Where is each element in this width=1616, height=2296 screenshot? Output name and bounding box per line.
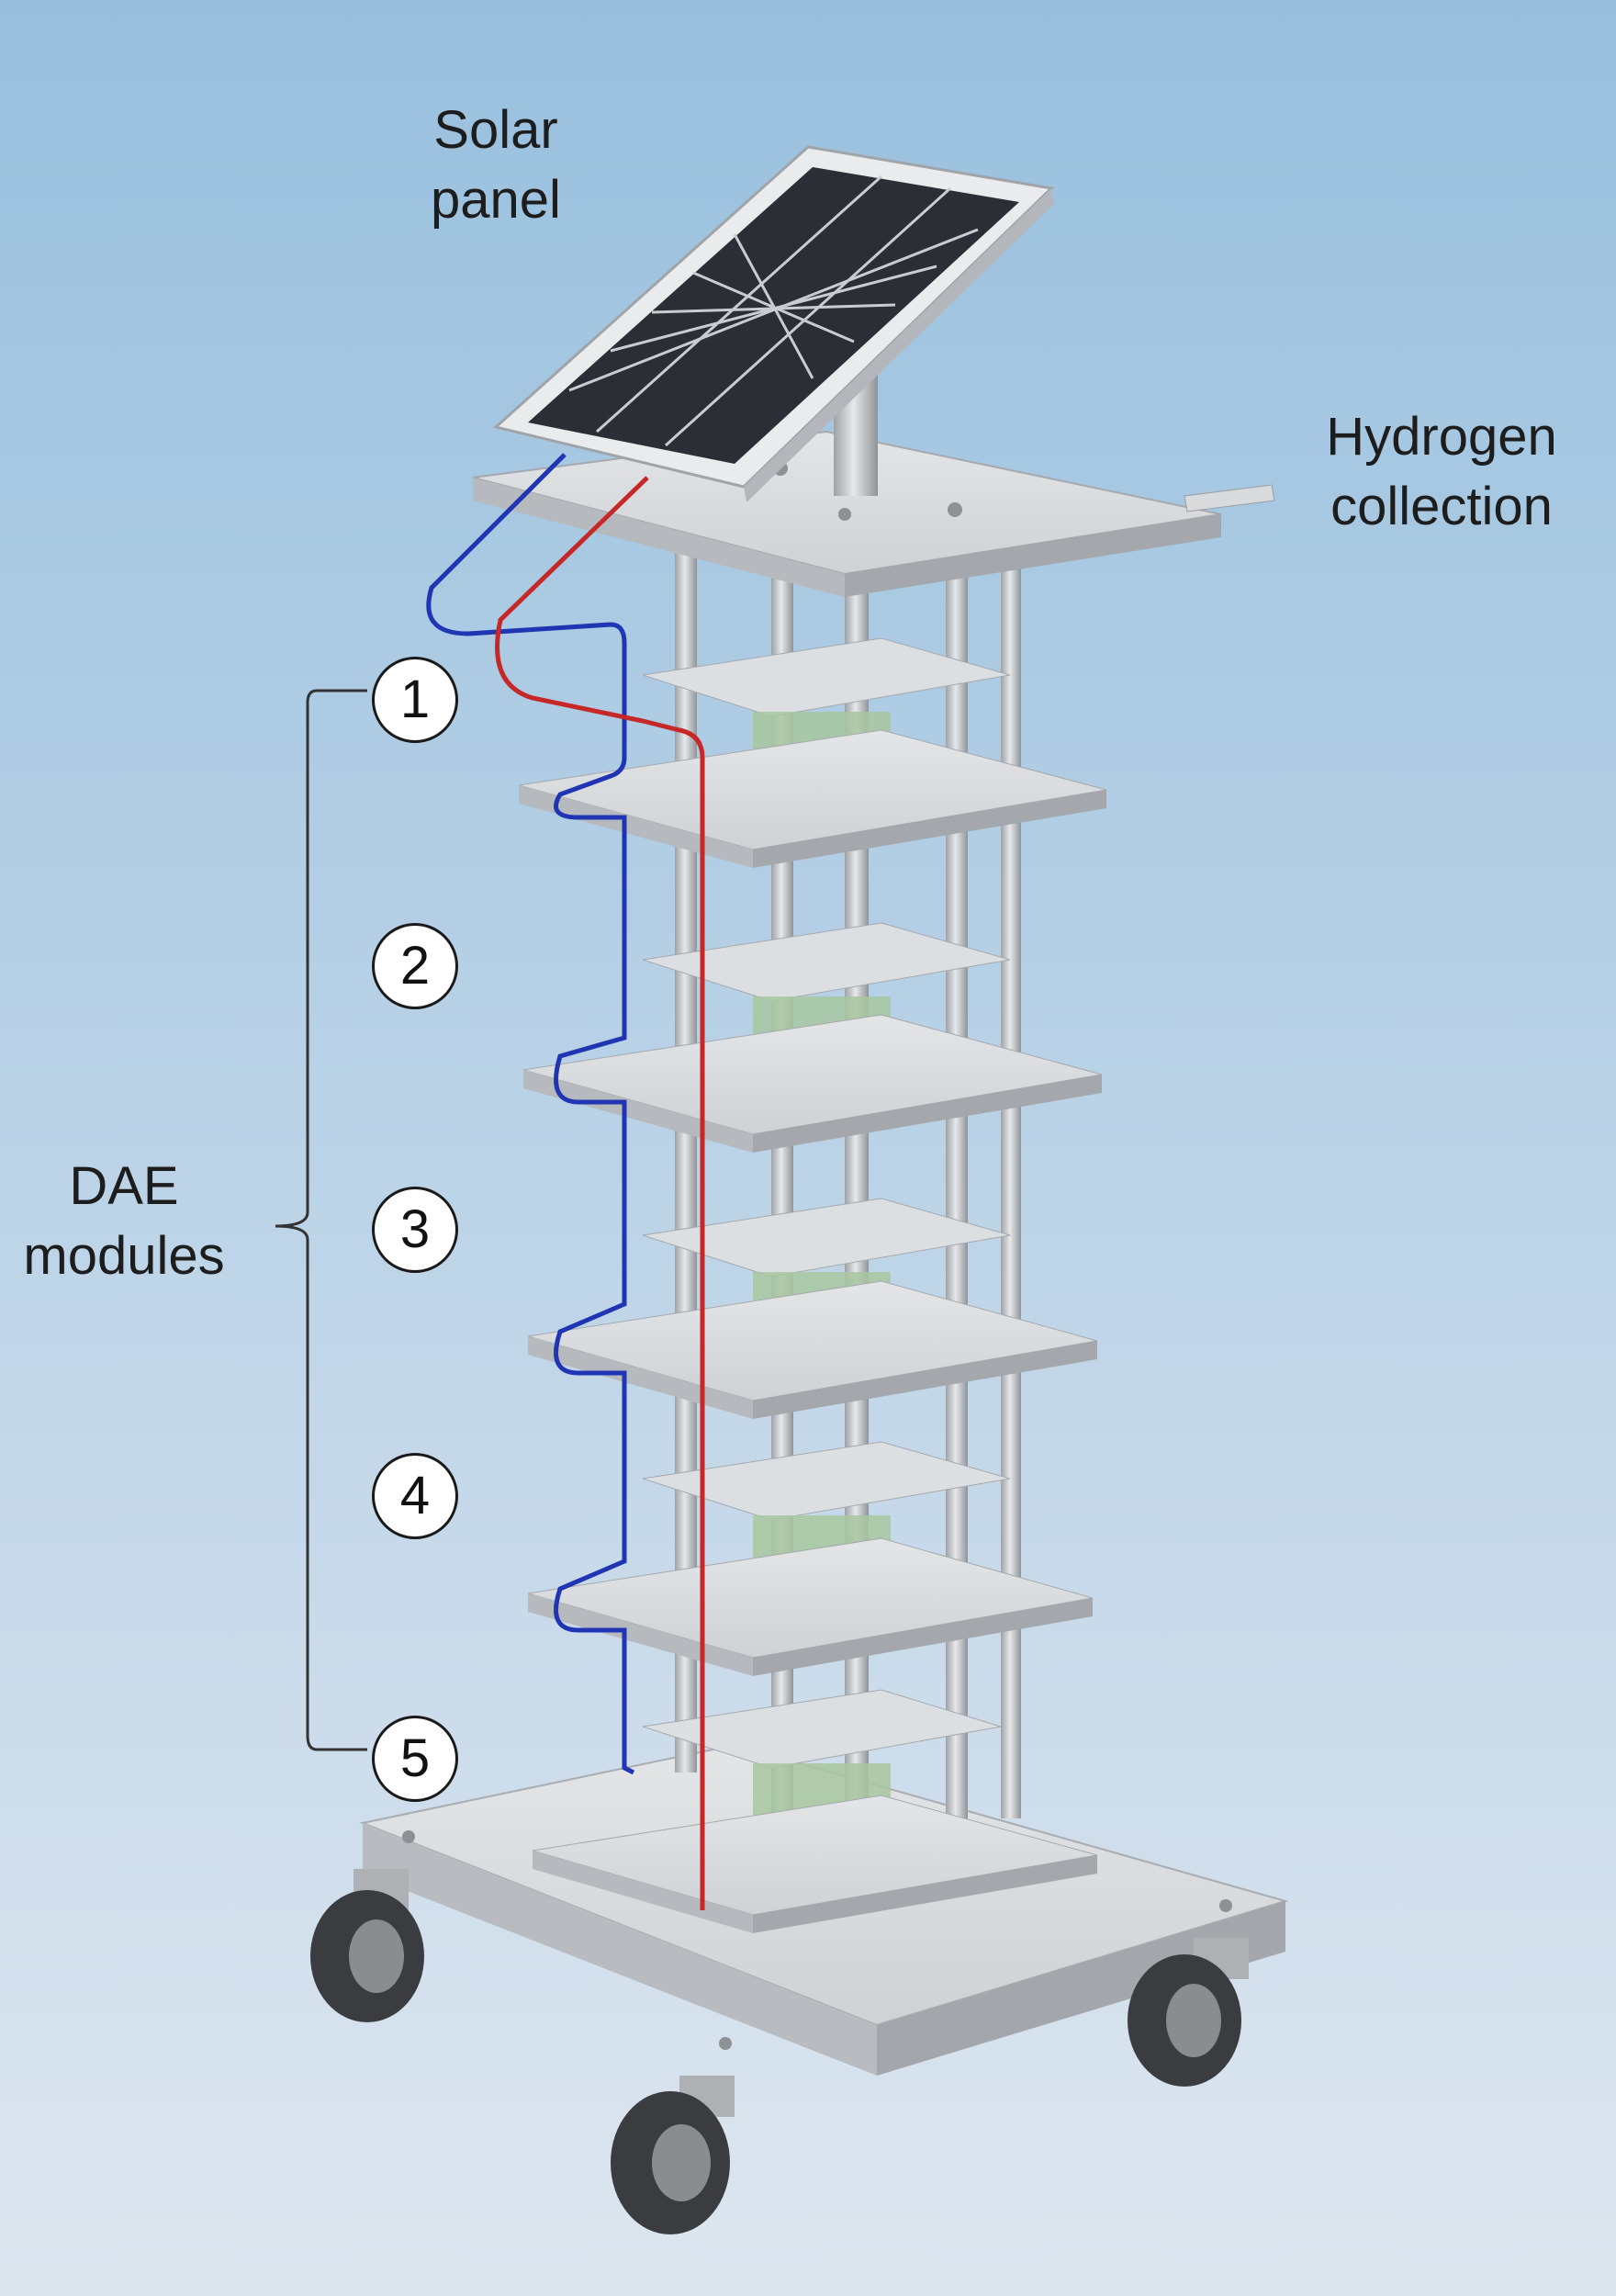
- dae-modules-label-line2: modules: [23, 1226, 225, 1286]
- dae-module-1: [518, 637, 1107, 868]
- negative-wire: [426, 453, 635, 1775]
- solar-panel: [492, 145, 1055, 502]
- dae-module-2: [522, 922, 1103, 1153]
- module-number-3: 3: [372, 1187, 458, 1273]
- dae-module-5: [532, 1689, 1098, 1933]
- caster-wheel: [310, 1869, 424, 2022]
- hydrogen-collection-label: Hydrogen collection: [1285, 402, 1598, 542]
- dae-modules-label-line1: DAE: [69, 1156, 179, 1216]
- hydrogen-collection-label-line2: collection: [1330, 477, 1553, 536]
- dae-module-3: [527, 1198, 1098, 1419]
- hydrogen-pipe: [1184, 484, 1275, 512]
- solar-panel-label: Solar panel: [367, 96, 624, 235]
- module-number-5: 5: [372, 1716, 458, 1802]
- dae-modules-label: DAE modules: [0, 1152, 248, 1291]
- caster-wheel: [611, 2076, 735, 2234]
- positive-wire: [495, 476, 705, 1910]
- solar-panel-label-line1: Solar: [433, 100, 558, 160]
- dae-bracket: [275, 689, 367, 1751]
- module-number-4: 4: [372, 1453, 458, 1539]
- caster-wheel: [1128, 1938, 1249, 2087]
- module-number-1: 1: [372, 657, 458, 743]
- dae-module-4: [527, 1441, 1094, 1676]
- hydrogen-collection-label-line1: Hydrogen: [1326, 407, 1557, 467]
- solar-panel-label-line2: panel: [431, 170, 561, 230]
- module-number-2: 2: [372, 923, 458, 1009]
